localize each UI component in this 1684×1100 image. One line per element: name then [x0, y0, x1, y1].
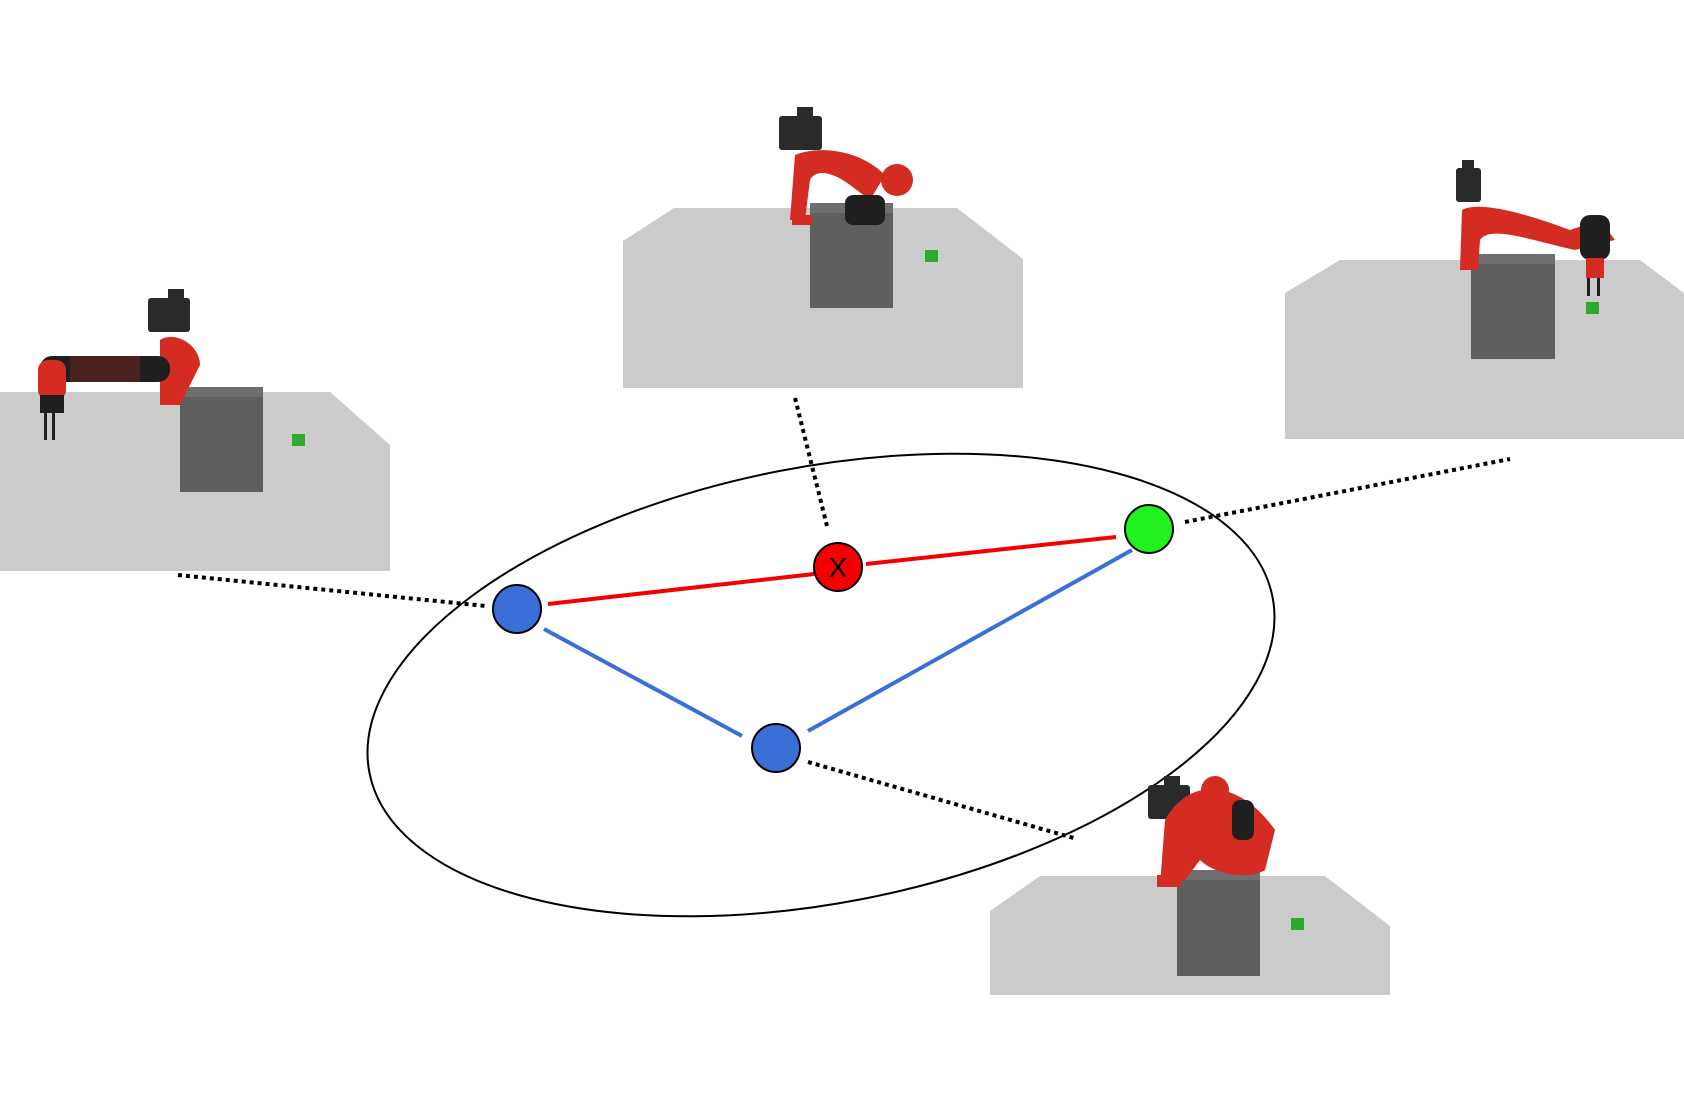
scene-right	[1285, 160, 1684, 439]
node-goal	[1124, 504, 1174, 554]
circle-node-icon	[813, 542, 863, 592]
circle-node-icon	[492, 584, 542, 634]
node-invalid: X	[813, 542, 863, 592]
green-cube	[292, 434, 305, 446]
circle-node-icon	[751, 723, 801, 773]
green-cube	[1586, 302, 1599, 314]
circle-node-icon	[1124, 504, 1174, 554]
edge-start-to-intermediate	[543, 627, 743, 738]
robot-arm-scene-icon	[990, 776, 1390, 995]
connector-goal-to-scene-right	[1184, 457, 1511, 524]
connector-start-to-scene-left	[177, 573, 487, 608]
edge-invalid-to-goal	[865, 535, 1117, 566]
grey-block	[1471, 254, 1555, 359]
invalid-node-label: X	[829, 552, 848, 583]
grey-block	[180, 387, 263, 492]
green-cube	[925, 250, 938, 262]
edge-intermediate-to-goal	[807, 548, 1133, 733]
scene-top	[623, 107, 1023, 388]
connector-invalid-to-scene-top	[793, 397, 829, 527]
robot-arm-scene-icon	[623, 107, 1023, 388]
green-cube	[1291, 918, 1304, 930]
scene-bottom	[990, 776, 1390, 995]
grey-block	[1177, 870, 1260, 976]
robot-arm-scene-icon	[0, 289, 390, 571]
configuration-space-boundary	[366, 452, 1276, 918]
node-intermediate	[751, 723, 801, 773]
edge-start-to-invalid	[547, 572, 815, 606]
robot-arm-scene-icon	[1285, 160, 1684, 439]
connector-intermediate-to-scene-bottom	[807, 760, 1078, 841]
scene-left	[0, 289, 390, 571]
node-start	[492, 584, 542, 634]
